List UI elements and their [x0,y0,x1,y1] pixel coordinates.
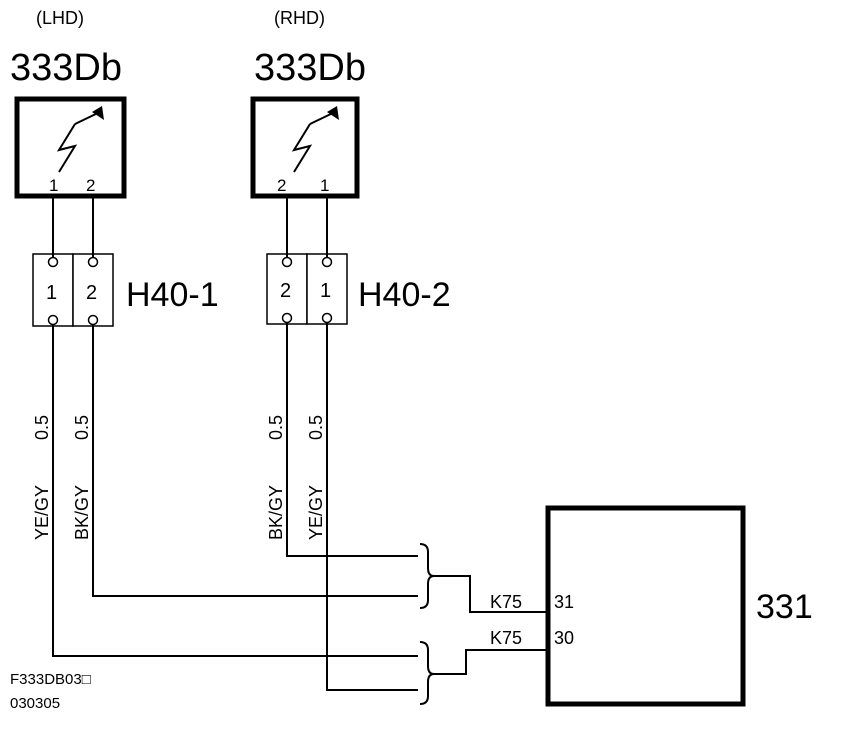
wire-rhd-ye-gy [326,322,418,691]
lhd-variant-label: (LHD) [36,8,84,28]
lhd-connector-pin-1: 1 [46,282,57,304]
wire-lhd-bk-gy [92,324,418,597]
wire-to-pin-31 [434,575,548,613]
terminal-31-pin: 31 [554,592,574,612]
figure-date: 030305 [10,695,60,712]
module-box [545,505,746,707]
lhd-wire-2-size: 0.5 [72,415,92,440]
rhd-wire-2-color: YE/GY [306,485,326,540]
wire-lhd-ye-gy [52,324,418,657]
rhd-wire-1-color: BK/GY [266,485,286,540]
wire-to-pin-30 [434,649,548,675]
rhd-variant-label: (RHD) [274,8,325,28]
wire-rhd-bk-gy [286,322,418,557]
module-label: 331 [756,588,813,626]
rhd-connector-pin-2: 2 [280,280,291,302]
upper-brace [419,543,435,609]
terminal-30-pin: 30 [554,628,574,648]
terminal-31-connector: K75 [490,592,522,612]
lightning-arrow-icon [56,106,104,173]
lhd-component-label: 333Db [10,47,122,89]
lower-brace [419,641,435,705]
lhd-wire-1-color: YE/GY [32,485,52,540]
rhd-connector-pin-1: 1 [320,280,331,302]
lhd-connector [32,253,114,327]
rhd-pin-2: 2 [277,176,286,195]
terminal-30-connector: K75 [490,628,522,648]
figure-code: F333DB03□ [10,671,91,688]
rhd-component-label: 333Db [254,47,366,89]
lhd-wire-1-size: 0.5 [32,415,52,440]
lhd-connector-pin-2: 2 [86,282,97,304]
lhd-component-box [14,96,127,199]
rhd-pin-1: 1 [320,176,329,195]
lhd-pin-1: 1 [49,176,58,195]
lightning-arrow-icon [291,106,339,173]
rhd-connector [266,253,348,325]
rhd-wire-2-size: 0.5 [306,415,326,440]
rhd-connector-label: H40-2 [358,276,451,314]
lhd-pin-2: 2 [86,176,95,195]
lhd-connector-label: H40-1 [126,276,219,314]
rhd-wire-1-size: 0.5 [266,415,286,440]
lhd-wire-2-color: BK/GY [72,485,92,540]
